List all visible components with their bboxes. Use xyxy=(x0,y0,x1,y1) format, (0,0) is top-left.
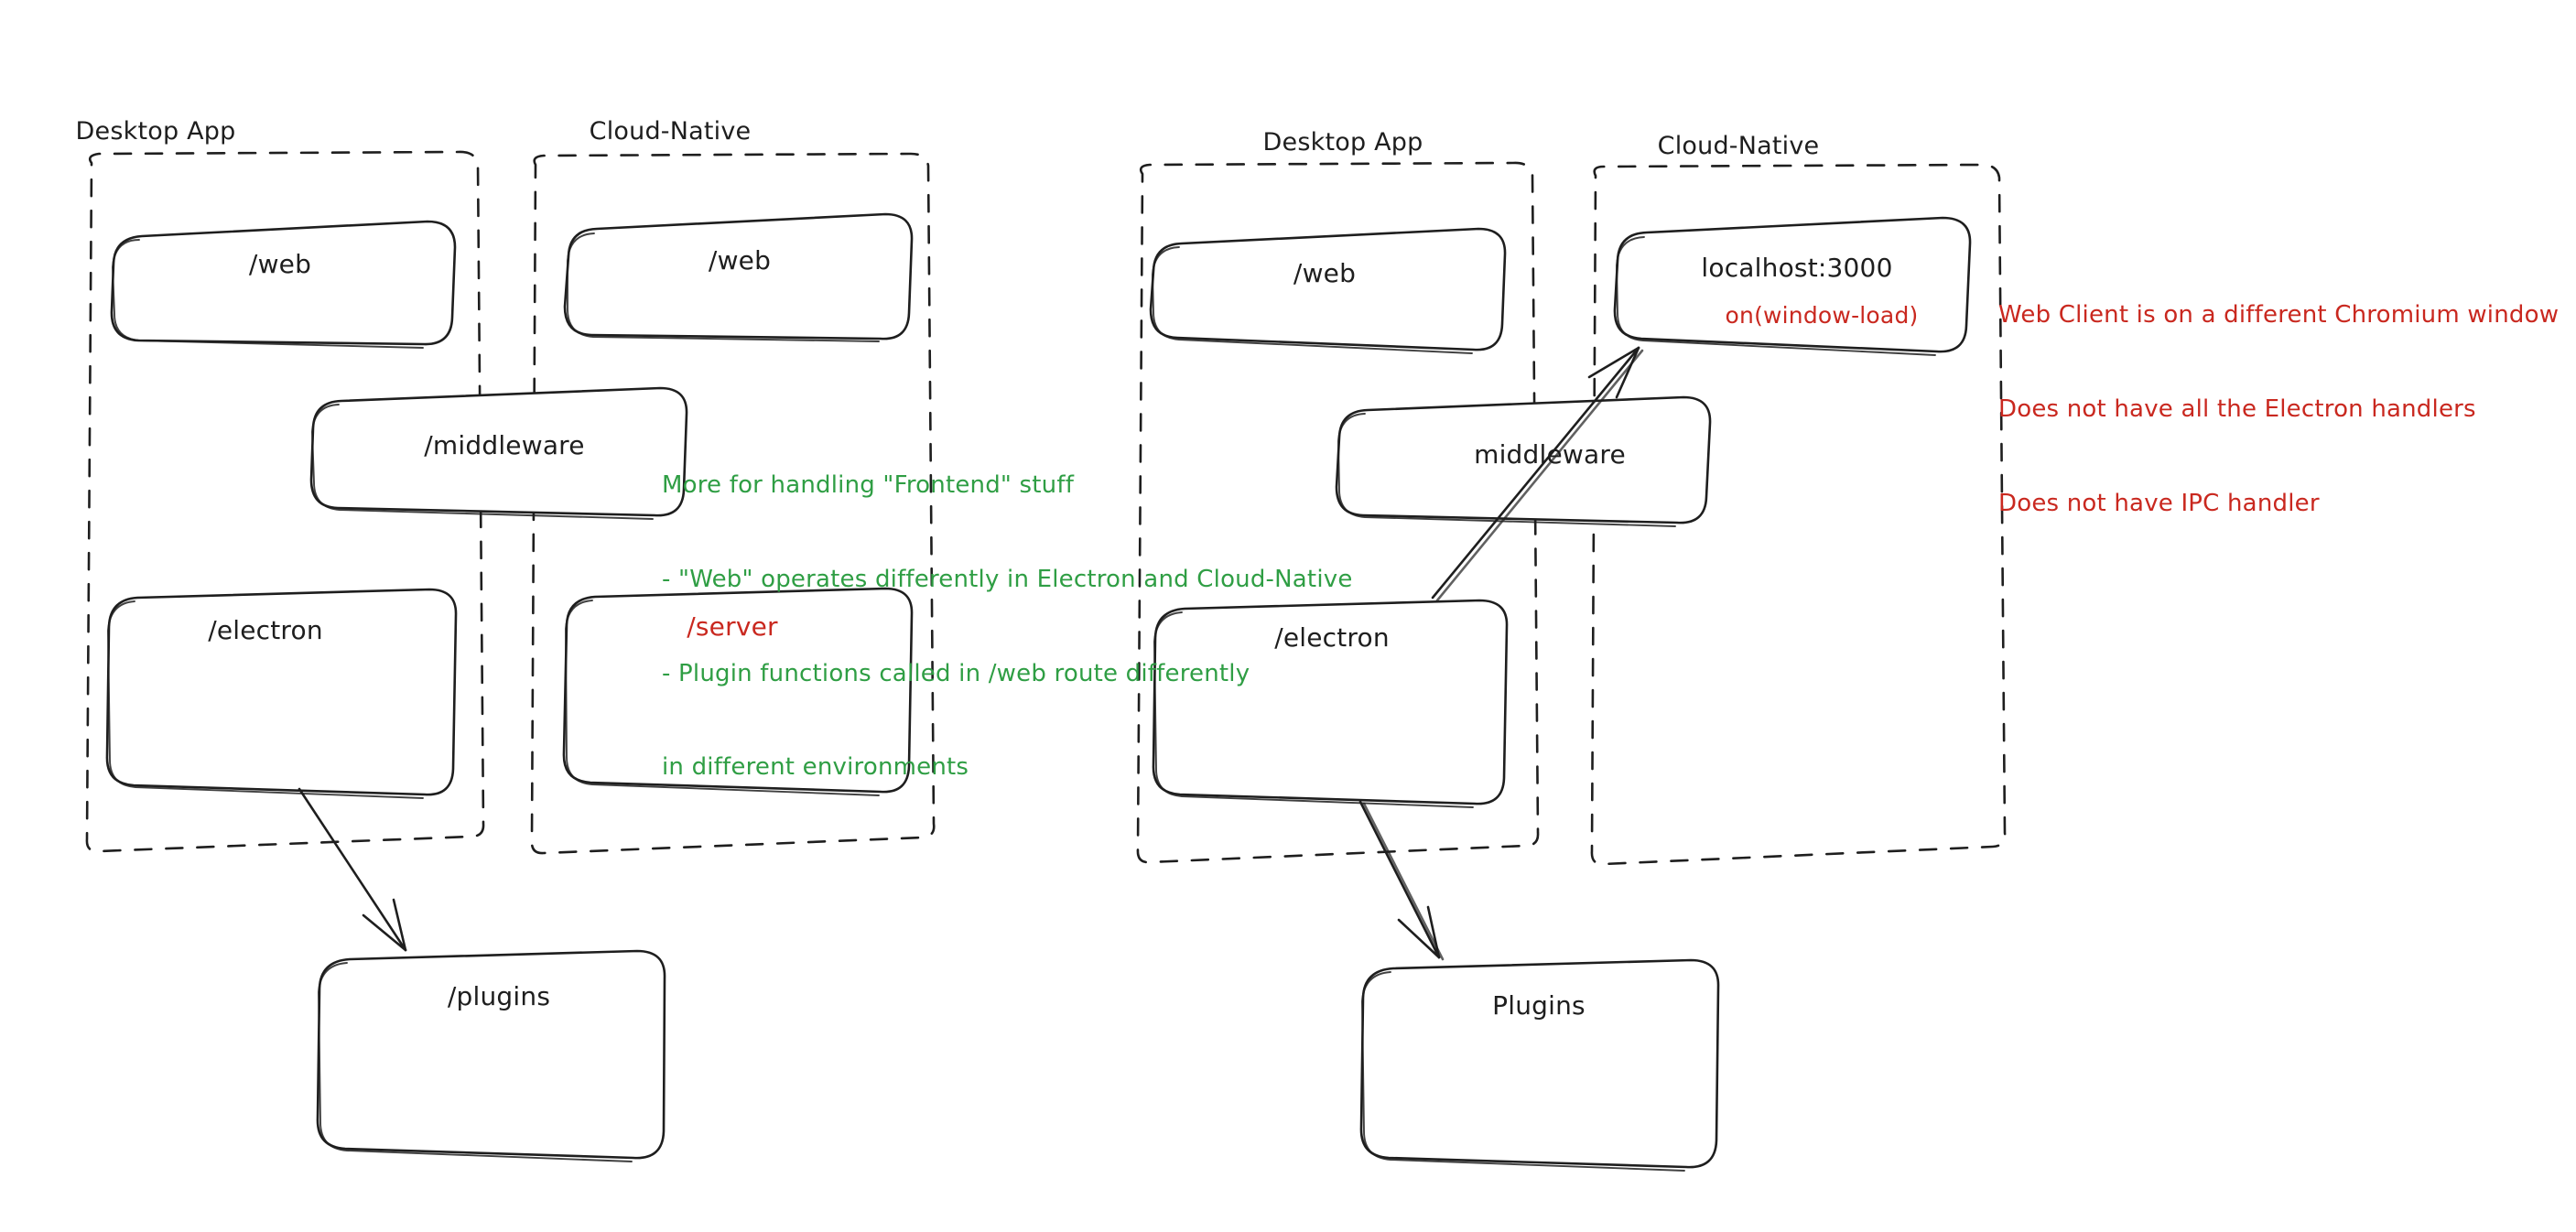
node-left-middleware[interactable] xyxy=(309,386,688,520)
node-left-server[interactable] xyxy=(562,587,914,796)
node-left-cloud-web[interactable] xyxy=(563,212,914,342)
group-left-desktop-app xyxy=(85,150,485,853)
node-right-middleware[interactable] xyxy=(1335,395,1712,527)
group-left-cloud-native xyxy=(530,152,936,855)
connector-right-electron-to-plugins xyxy=(1358,800,1445,961)
group-right-cloud-native xyxy=(1590,163,2007,866)
connector-right-electron-to-localhost xyxy=(1431,346,1644,602)
group-right-desktop-app xyxy=(1136,161,1540,864)
node-right-localhost[interactable] xyxy=(1613,216,1972,356)
node-left-plugins[interactable] xyxy=(316,949,666,1162)
node-right-desktop-web[interactable] xyxy=(1149,227,1507,354)
node-left-electron[interactable] xyxy=(105,588,458,799)
node-right-electron[interactable] xyxy=(1152,599,1509,808)
node-right-plugins[interactable] xyxy=(1359,958,1720,1172)
connector-left-electron-to-plugins xyxy=(298,787,407,952)
node-left-desktop-web[interactable] xyxy=(110,220,457,349)
